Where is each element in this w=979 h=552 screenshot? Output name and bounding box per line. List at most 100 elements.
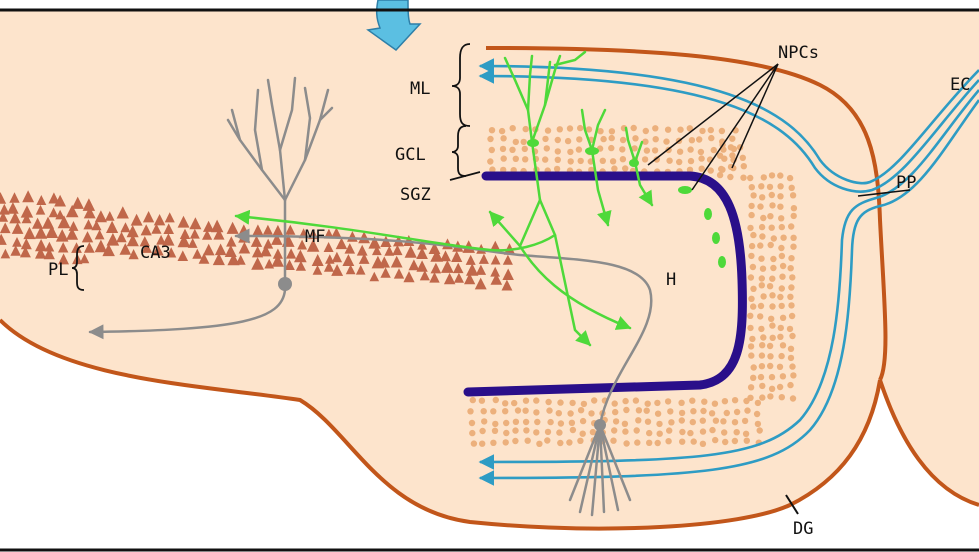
granule-dot xyxy=(760,293,766,299)
granule-dot xyxy=(577,125,583,131)
granule-dot xyxy=(676,159,682,165)
granule-dot xyxy=(642,156,648,162)
granule-dot xyxy=(769,225,775,231)
granule-dot xyxy=(759,342,765,348)
label-gcl: GCL xyxy=(395,145,426,165)
granule-dot xyxy=(631,125,637,131)
granule-dot xyxy=(787,175,793,181)
granule-dot xyxy=(490,408,496,414)
granule-dot xyxy=(667,408,673,414)
granule-dot xyxy=(787,294,793,300)
granule-dot xyxy=(644,147,650,153)
granule-dot xyxy=(608,145,614,151)
label-pl: PL xyxy=(48,260,68,280)
granule-dot xyxy=(767,184,773,190)
granule-dot xyxy=(479,428,485,434)
granule-dot xyxy=(769,292,775,298)
granule-dot xyxy=(655,411,661,417)
granule-dot xyxy=(696,136,702,142)
granule-dot xyxy=(769,386,775,392)
granule-dot xyxy=(768,242,774,248)
granule-dot xyxy=(523,419,529,425)
granule-dot xyxy=(727,174,733,180)
granule-dot xyxy=(759,275,765,281)
granule-dot xyxy=(748,212,754,218)
granule-dot xyxy=(760,334,766,340)
granule-dot xyxy=(533,429,539,435)
granule-dot xyxy=(788,255,794,261)
granule-dot xyxy=(511,400,517,406)
granule-dot xyxy=(780,263,786,269)
granule-dot xyxy=(544,145,550,151)
granule-dot xyxy=(557,399,563,405)
granule-dot xyxy=(732,419,738,425)
label-ml: ML xyxy=(410,79,430,99)
granule-dot xyxy=(780,373,786,379)
granule-dot xyxy=(791,205,797,211)
granule-dot xyxy=(610,438,616,444)
granule-dot xyxy=(740,155,746,161)
granule-dot xyxy=(757,242,763,248)
granule-dot xyxy=(758,256,764,262)
granule-dot xyxy=(712,401,718,407)
granule-dot xyxy=(729,136,735,142)
granule-dot xyxy=(748,296,754,302)
granule-dot xyxy=(777,384,783,390)
granule-dot xyxy=(600,136,606,142)
granule-dot xyxy=(708,127,714,133)
granule-dot xyxy=(502,400,508,406)
granule-dot xyxy=(490,440,496,446)
granule-dot xyxy=(542,156,548,162)
granule-dot xyxy=(780,342,786,348)
granule-dot xyxy=(750,375,756,381)
granule-dot xyxy=(750,286,756,292)
granule-dot xyxy=(790,235,796,241)
granule-dot xyxy=(668,419,674,425)
granule-dot xyxy=(515,407,521,413)
granule-dot xyxy=(663,138,669,144)
granule-dot xyxy=(690,419,696,425)
granule-dot xyxy=(513,139,519,145)
granule-dot xyxy=(787,382,793,388)
label-h: H xyxy=(666,270,676,290)
granule-dot xyxy=(645,419,651,425)
granule-dot xyxy=(779,285,785,291)
granule-dot xyxy=(501,155,507,161)
granule-dot xyxy=(521,139,527,145)
granule-dot xyxy=(701,399,707,405)
label-sgz: SGZ xyxy=(400,185,431,205)
granule-dot xyxy=(557,440,563,446)
granule-dot xyxy=(767,343,773,349)
granule-dot xyxy=(741,163,747,169)
granule-dot xyxy=(791,213,797,219)
granule-dot xyxy=(777,172,783,178)
granule-dot xyxy=(500,146,506,152)
granule-dot xyxy=(677,149,683,155)
granule-dot xyxy=(578,407,584,413)
granule-dot xyxy=(499,128,505,134)
granule-dot xyxy=(788,355,794,361)
granule-dot xyxy=(522,156,528,162)
granule-dot xyxy=(760,266,766,272)
granule-dot xyxy=(555,148,561,154)
granule-dot xyxy=(698,149,704,155)
granule-dot xyxy=(691,438,697,444)
label-ca3: CA3 xyxy=(140,243,171,263)
granule-dot xyxy=(487,158,493,164)
granule-dot xyxy=(759,394,765,400)
ca3-neuron-soma xyxy=(278,277,292,291)
granule-dot xyxy=(665,438,671,444)
granule-dot xyxy=(755,421,761,427)
granule-dot xyxy=(767,363,773,369)
granule-dot xyxy=(757,427,763,433)
granule-dot xyxy=(533,409,539,415)
granule-dot xyxy=(534,419,540,425)
granule-dot xyxy=(787,326,793,332)
granule-dot xyxy=(492,428,498,434)
granule-dot xyxy=(750,232,756,238)
granule-dot xyxy=(699,128,705,134)
granule-dot xyxy=(688,158,694,164)
granule-dot xyxy=(510,125,516,131)
granule-dot xyxy=(503,439,509,445)
granule-dot xyxy=(565,138,571,144)
